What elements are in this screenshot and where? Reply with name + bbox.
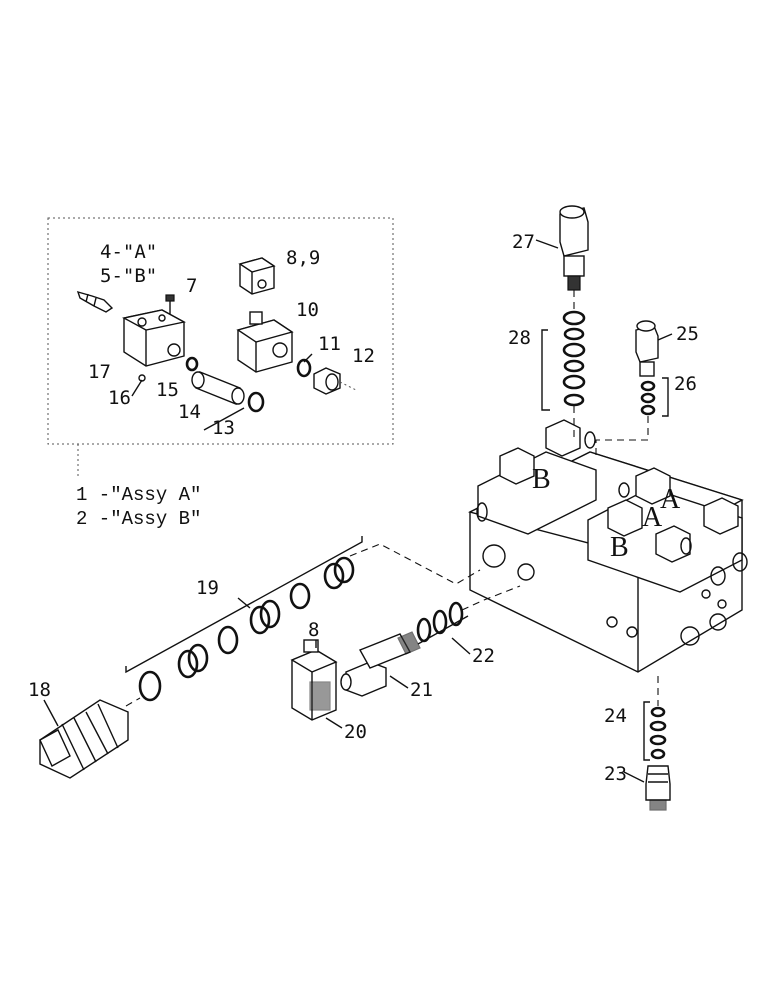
o-ring-set-22	[416, 601, 464, 643]
label-24: 24	[604, 705, 627, 727]
relief-valve-18	[39, 699, 129, 779]
label-7: 7	[186, 275, 197, 297]
label-28: 28	[508, 327, 531, 349]
label-15: 15	[156, 379, 179, 401]
label-19: 19	[196, 577, 219, 599]
o-ring-stack-24	[649, 706, 667, 760]
solenoid-stack-b	[476, 419, 597, 535]
plug-23	[645, 765, 671, 811]
label-11: 11	[318, 333, 341, 355]
bracket-24	[643, 701, 650, 761]
label-16: 16	[108, 387, 131, 409]
label-26: 26	[674, 373, 697, 395]
mark-a-lower: A	[642, 502, 663, 533]
label-18: 18	[28, 679, 51, 701]
mark-b-upper: B	[532, 464, 551, 495]
label-8-9: 8,9	[286, 247, 320, 269]
label-23: 23	[604, 763, 627, 785]
solenoid-stack-a	[587, 467, 748, 593]
label-5-b: 5-"B"	[100, 265, 157, 287]
legend-assy-a: 1 -"Assy A"	[76, 484, 201, 506]
tube-14	[191, 371, 245, 405]
label-8-main: 8	[308, 619, 319, 641]
mark-b-lower: B	[610, 532, 629, 563]
label-12: 12	[352, 345, 375, 367]
pressure-switch-21	[340, 631, 421, 697]
o-ring-set-19	[138, 556, 355, 702]
o-ring-15	[185, 356, 199, 372]
label-20: 20	[344, 721, 367, 743]
o-ring-stack-26	[640, 380, 656, 416]
coil-10	[236, 311, 294, 373]
connector-8-9	[238, 257, 276, 295]
label-17: 17	[88, 361, 111, 383]
label-22: 22	[472, 645, 495, 667]
label-4-a: 4-"A"	[100, 241, 157, 263]
o-ring-13	[247, 391, 265, 413]
cartridge-27	[559, 205, 589, 291]
bracket-28	[541, 329, 550, 411]
o-ring-stack-28	[562, 310, 586, 407]
nut-12	[313, 367, 357, 395]
bracket-19	[125, 536, 363, 674]
valve-body-17	[121, 309, 187, 382]
label-21: 21	[410, 679, 433, 701]
label-14: 14	[178, 401, 201, 423]
label-27: 27	[512, 231, 535, 253]
o-ring-11	[296, 358, 312, 378]
connector-20	[290, 639, 338, 721]
bracket-26	[662, 377, 669, 417]
label-25: 25	[676, 323, 699, 345]
label-10: 10	[296, 299, 319, 321]
cartridge-25	[635, 320, 659, 377]
label-13: 13	[212, 417, 235, 439]
mark-a-upper: A	[660, 484, 681, 515]
bracket-22	[417, 615, 469, 645]
valve-stem-icon	[76, 290, 114, 313]
legend-assy-b: 2 -"Assy B"	[76, 508, 201, 530]
